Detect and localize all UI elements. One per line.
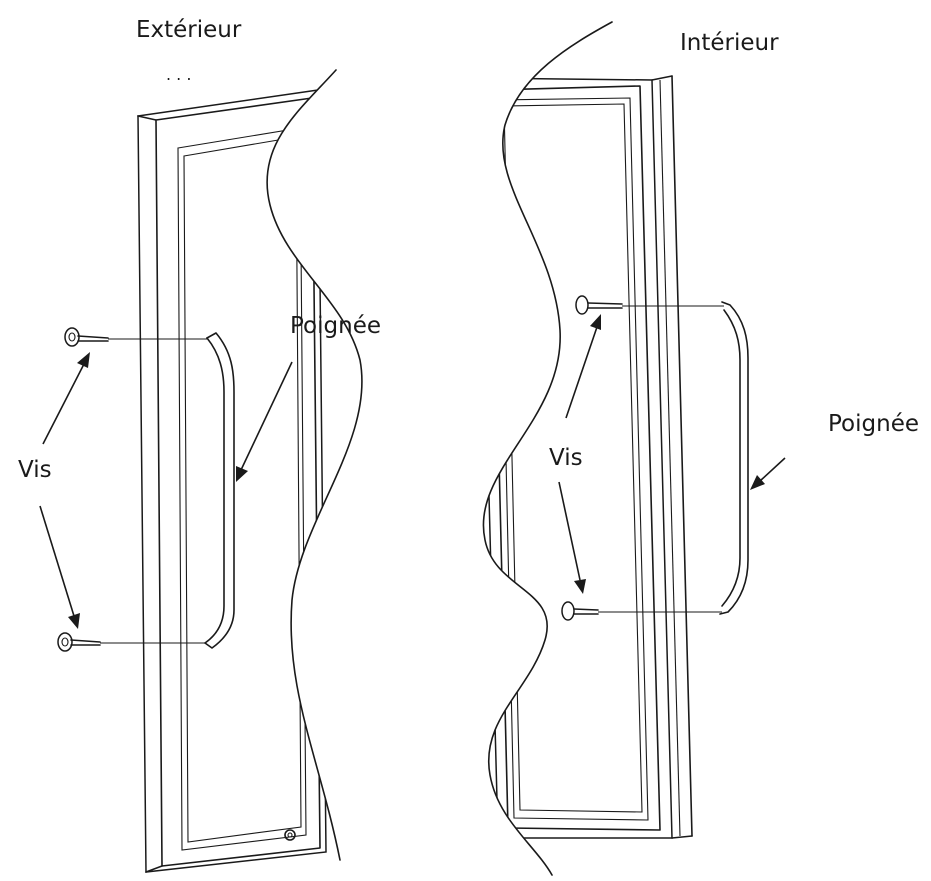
exterior-handle-arrow bbox=[236, 361, 293, 482]
exterior-dots: . . . bbox=[166, 65, 191, 84]
interior-screws-label: Vis bbox=[549, 445, 583, 471]
exterior-screw-top bbox=[64, 327, 208, 347]
exterior-view: Extérieur . . . bbox=[18, 17, 420, 873]
interior-handle bbox=[719, 301, 749, 615]
interior-screw-arrow-top bbox=[565, 314, 601, 419]
interior-handle-label: Poignée bbox=[828, 411, 919, 437]
interior-screw-arrow-bottom bbox=[558, 481, 586, 594]
exterior-title: Extérieur bbox=[136, 17, 242, 43]
interior-break-line bbox=[415, 22, 612, 875]
exterior-screw-arrow-bottom bbox=[39, 505, 80, 629]
exterior-handle bbox=[204, 332, 235, 649]
interior-handle-arrow bbox=[750, 457, 786, 490]
interior-screw-bottom bbox=[561, 601, 722, 621]
door-lock-hole bbox=[284, 829, 296, 841]
exterior-handle-label: Poignée bbox=[290, 313, 381, 339]
interior-view: Intérieur bbox=[415, 21, 919, 876]
exterior-screw-bottom bbox=[57, 632, 206, 652]
exterior-screws-label: Vis bbox=[18, 457, 52, 483]
interior-screw-top bbox=[575, 295, 724, 315]
interior-title: Intérieur bbox=[680, 30, 779, 56]
exterior-door-panel bbox=[137, 89, 327, 873]
exterior-screw-arrow-top bbox=[42, 352, 90, 445]
